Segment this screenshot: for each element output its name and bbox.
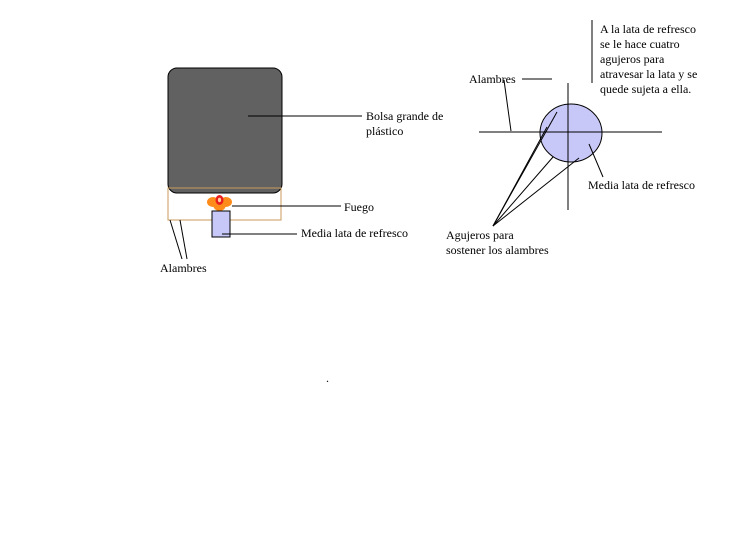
plastic-bag: [167, 67, 283, 194]
holes-label-line-1: Agujeros para: [446, 228, 514, 242]
note-line-4: atravesar la lata y se: [600, 67, 698, 81]
holes-leader-line-2: [492, 126, 548, 227]
note-line-5: quede sujeta a ella.: [600, 82, 692, 96]
can-label-left: Media lata de refresco: [301, 226, 408, 240]
wires-leader-line-1: [169, 219, 183, 260]
holes-leader-line-4: [492, 157, 580, 227]
wires-label-left: Alambres: [160, 261, 207, 275]
note-line-3: agujeros para: [600, 52, 665, 66]
can-label-right: Media lata de refresco: [588, 178, 695, 192]
can-top-view: [539, 103, 603, 163]
note-line-2: se le hace cuatro: [600, 37, 680, 51]
bag-label-line-2: plástico: [366, 124, 404, 138]
stray-dot: .: [326, 371, 329, 385]
bag-label-line-1: Bolsa grande de: [366, 109, 444, 123]
fire-icon: [207, 195, 232, 211]
holes-label: Agujeros para sostener los alambres: [446, 228, 549, 258]
bag-label: Bolsa grande de plástico: [366, 109, 443, 139]
note-line-1: A la lata de refresco: [600, 22, 696, 36]
can-note: A la lata de refresco se le hace cuatro …: [600, 22, 697, 97]
holes-leader-line-3: [492, 156, 554, 227]
can-label-leader-line: [588, 143, 604, 178]
fire-label: Fuego: [344, 200, 374, 214]
wires-leader-line-2: [179, 219, 188, 260]
half-soda-can: [211, 210, 231, 238]
holes-label-line-2: sostener los alambres: [446, 243, 549, 257]
wires-label-right: Alambres: [469, 72, 516, 86]
right-wires-leader-v: [503, 79, 512, 132]
